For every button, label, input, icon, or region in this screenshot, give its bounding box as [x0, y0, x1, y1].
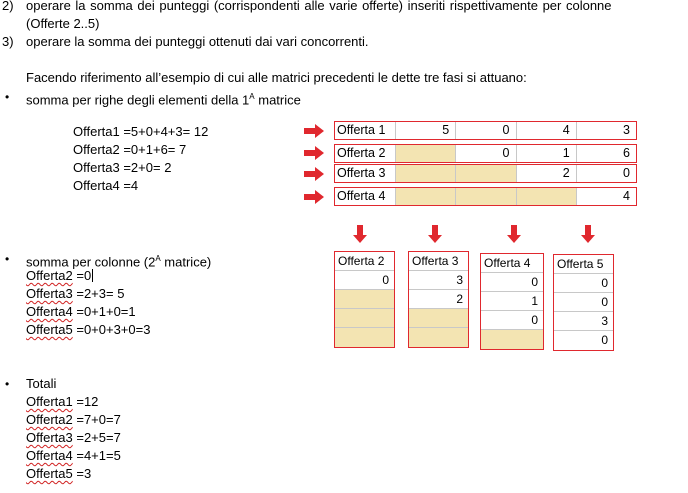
arrow-down-icon [353, 225, 367, 243]
column-header: Offerta 2 [335, 252, 394, 271]
cell: 1 [516, 145, 577, 162]
total-offerta3: Offerta3 =2+5=7 [26, 430, 121, 445]
col-sum-offerta4: Offerta4 =0+1+0=1 [26, 304, 136, 319]
bullet-dot: • [5, 377, 10, 391]
row-sum-offerta3: Offerta3 =2+0= 2 [73, 160, 172, 175]
cell [396, 165, 457, 182]
matrix1-row-offerta2: Offerta 2 0 1 6 [334, 144, 637, 163]
cell [335, 328, 394, 347]
column-header: Offerta 3 [409, 252, 468, 271]
bullet-3-text: Totali [26, 376, 57, 391]
cell: 5 [396, 122, 457, 139]
matrix1-row-offerta3: Offerta 3 2 0 [334, 164, 637, 183]
column-header: Offerta 5 [554, 255, 613, 274]
total-offerta2: Offerta2 =7+0=7 [26, 412, 121, 427]
arrow-down-icon [581, 225, 595, 243]
cell [396, 145, 457, 162]
cell [335, 290, 394, 309]
cell: 0 [456, 122, 517, 139]
cell [481, 330, 543, 349]
matrix1-row-offerta4: Offerta 4 4 [334, 187, 637, 206]
cell: 2 [409, 290, 468, 309]
cell [456, 165, 517, 182]
total-offerta1: Offerta1 =12 [26, 394, 99, 409]
row-sum-offerta4: Offerta4 =4 [73, 178, 139, 193]
bullet-1-text: somma per righe degli elementi della 1A … [26, 92, 301, 108]
cell: 0 [576, 165, 636, 182]
cell: 4 [516, 122, 577, 139]
cell [335, 309, 394, 328]
arrow-right-icon [304, 167, 324, 181]
cell [516, 188, 577, 205]
col-sum-offerta5: Offerta5 =0+0+3+0=3 [26, 322, 151, 337]
cell: 0 [554, 293, 613, 312]
cell [456, 188, 517, 205]
total-offerta5: Offerta5 =3 [26, 466, 92, 481]
bullet-2-text: somma per colonne (2A matrice) [26, 254, 212, 270]
arrow-down-icon [428, 225, 442, 243]
matrix2-col-offerta5: Offerta 5 0 0 3 0 [553, 254, 614, 351]
arrow-right-icon [304, 146, 324, 160]
cell: 0 [335, 271, 394, 290]
cell: 1 [481, 292, 543, 311]
row-label: Offerta 1 [335, 122, 396, 139]
bullet-dot: • [5, 252, 10, 266]
column-header: Offerta 4 [481, 254, 543, 273]
matrix2-col-offerta2: Offerta 2 0 [334, 251, 395, 348]
matrix2-col-offerta4: Offerta 4 0 1 0 [480, 253, 544, 350]
cell: 0 [481, 311, 543, 330]
arrow-right-icon [304, 124, 324, 138]
total-offerta4: Offerta4 =4+1=5 [26, 448, 121, 463]
row-label: Offerta 4 [335, 188, 396, 205]
step-2-text-cont: (Offerte 2..5) [26, 16, 100, 31]
cell [409, 309, 468, 328]
cell: 3 [409, 271, 468, 290]
intro-paragraph: Facendo riferimento all’esempio di cui a… [26, 70, 527, 85]
cell: 0 [481, 273, 543, 292]
cell: 6 [576, 145, 636, 162]
cell: 3 [576, 122, 636, 139]
cell: 0 [554, 274, 613, 293]
row-sum-offerta2: Offerta2 =0+1+6= 7 [73, 142, 187, 157]
cell [396, 188, 457, 205]
cell: 2 [516, 165, 577, 182]
arrow-down-icon [507, 225, 521, 243]
cell: 0 [601, 333, 608, 347]
step-2-number: 2) [2, 0, 14, 13]
cell: 3 [554, 312, 613, 331]
matrix1-row-offerta1: Offerta 1 5 0 4 3 [334, 121, 637, 140]
cell: 0 [456, 145, 517, 162]
col-sum-offerta3: Offerta3 =2+3= 5 [26, 286, 125, 301]
bullet-dot: • [5, 90, 10, 104]
row-label: Offerta 3 [335, 165, 396, 182]
step-3-text: operare la somma dei punteggi ottenuti d… [26, 34, 369, 49]
step-3-number: 3) [2, 34, 14, 49]
cell [409, 328, 468, 347]
row-label: Offerta 2 [335, 145, 396, 162]
step-2-text: operare la somma dei punteggi (corrispon… [26, 0, 612, 13]
arrow-right-icon [304, 190, 324, 204]
matrix2-col-offerta3: Offerta 3 3 2 [408, 251, 469, 348]
cell: 4 [576, 188, 636, 205]
col-sum-offerta2: Offerta2 =0 [26, 268, 94, 283]
row-sum-offerta1: Offerta1 =5+0+4+3= 12 [73, 124, 209, 139]
